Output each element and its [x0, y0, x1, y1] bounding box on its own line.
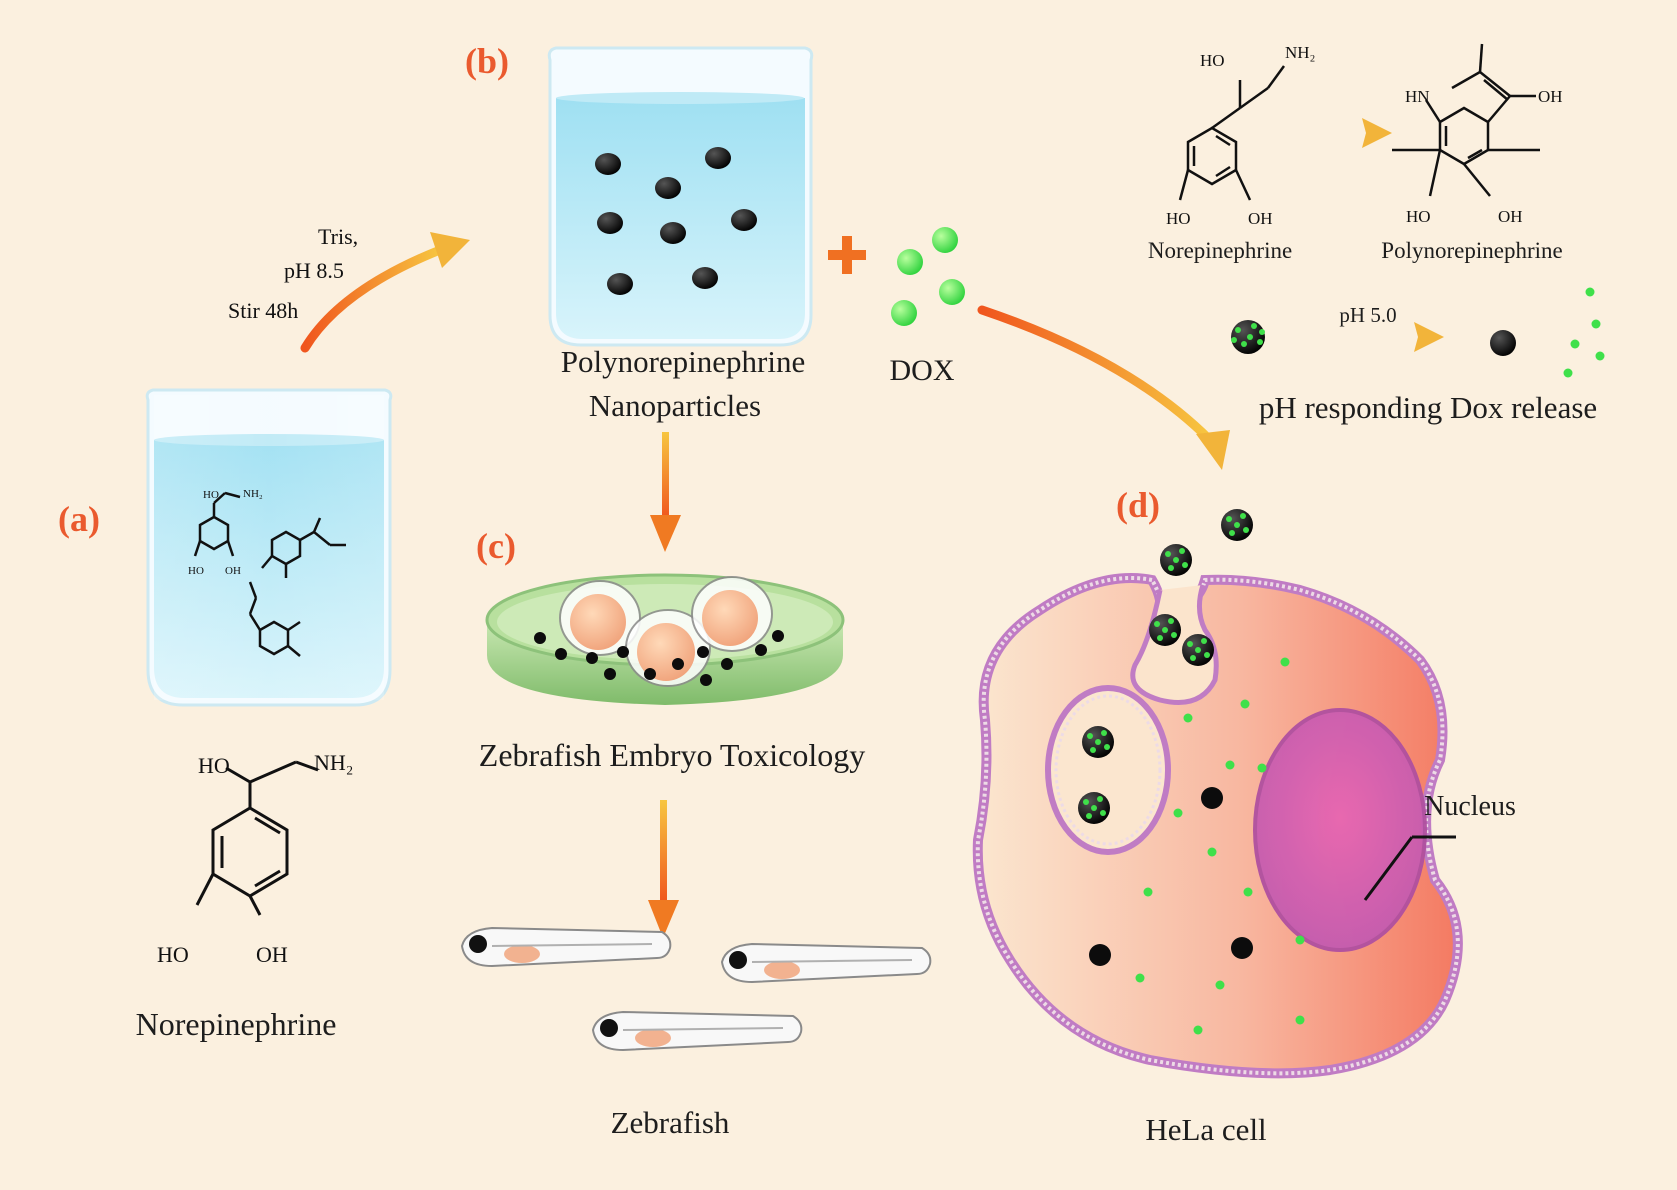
- nucleus-pointer: [1363, 836, 1414, 901]
- dish-nanoparticles: [534, 630, 784, 686]
- molecule-sketch-3: [248, 581, 301, 657]
- sketch-oh-label: OH: [225, 565, 241, 577]
- zebrafish-label: Zebrafish: [611, 1105, 730, 1140]
- condition-tris: Tris,: [318, 224, 358, 249]
- nanoparticle: [705, 147, 731, 169]
- oh-label: OH: [1498, 207, 1523, 226]
- beaker-a: HO NH₂ HO OH: [145, 388, 393, 707]
- panel-label-d: (d): [1116, 485, 1160, 525]
- dox-particle: [891, 300, 917, 326]
- panel-b: (b) Polynorepinephrine Nanoparticles: [465, 41, 814, 423]
- panel-d: (d) Nucleus: [972, 485, 1516, 1147]
- nanoparticles-label-line1: Polynorepinephrine: [561, 344, 806, 379]
- dox-particle: [932, 227, 958, 253]
- inset-norepinephrine: HO NH₂ HO OH Norepinephrine: [1148, 43, 1316, 263]
- arrow-b-to-c: [650, 432, 681, 552]
- oh-label: OH: [1538, 87, 1563, 106]
- nanoparticle: [595, 153, 621, 175]
- panel-a: (a) HO NH₂: [58, 388, 393, 1042]
- dox-label: DOX: [890, 354, 955, 387]
- zebrafish-larvae: Zebrafish: [460, 926, 932, 1140]
- released-dox-dots: [1563, 287, 1605, 378]
- dox-addition: DOX: [828, 227, 965, 387]
- nh2-label: NH₂: [1285, 43, 1315, 62]
- reaction-conditions: Tris, pH 8.5 Stir 48h: [228, 224, 358, 323]
- inset-norepinephrine-label: Norepinephrine: [1148, 238, 1292, 263]
- sketch-ho-label: HO: [203, 489, 219, 501]
- ho-label: HO: [1200, 51, 1225, 70]
- loaded-nanoparticles: [1078, 509, 1253, 824]
- plus-sign: [828, 236, 866, 274]
- nanoparticles-label-line2: Nanoparticles: [589, 388, 761, 423]
- embryo: [570, 594, 626, 650]
- hela-cell: Nucleus: [972, 509, 1516, 1079]
- ho-label: HO: [198, 753, 230, 778]
- molecule-sketch-2: [261, 517, 346, 578]
- sketch-nh2-label: NH₂: [243, 488, 263, 500]
- embryo: [702, 590, 758, 646]
- loaded-dox-dots: [1231, 323, 1265, 347]
- released-nanoparticles: [1089, 787, 1253, 966]
- zebrafish-larva: [460, 926, 672, 968]
- panel-label-a: (a): [58, 499, 100, 539]
- nucleus-label: Nucleus: [1424, 791, 1516, 822]
- released-dox: [1135, 657, 1305, 1035]
- beaker-b: [547, 46, 814, 347]
- dox-particle: [897, 249, 923, 275]
- nh2-label: NH₂: [314, 750, 353, 775]
- inset-reaction-arrow: [1296, 118, 1392, 148]
- nanoparticle: [660, 222, 686, 244]
- ho-label: HO: [1406, 207, 1431, 226]
- inset-polynorepinephrine-label: Polynorepinephrine: [1381, 238, 1562, 263]
- arrow-to-hela: [977, 305, 1230, 470]
- dox-particle: [939, 279, 965, 305]
- norepinephrine-label: Norepinephrine: [136, 1006, 337, 1042]
- inset-polynorepinephrine: HN OH HO OH Polynorepinephrine: [1381, 43, 1563, 263]
- nanoparticle: [655, 177, 681, 199]
- hn-label: HN: [1405, 87, 1430, 106]
- arrow-c-to-zebrafish: [648, 800, 679, 938]
- condition-ph: pH 8.5: [284, 258, 344, 283]
- nanoparticle: [692, 267, 718, 289]
- molecule-sketch-1: [193, 491, 241, 557]
- nucleus: [1253, 708, 1427, 952]
- zebrafish-toxicology-label: Zebrafish Embryo Toxicology: [479, 737, 865, 773]
- ho-label: HO: [157, 942, 189, 967]
- oh-label: OH: [1248, 209, 1273, 228]
- release-caption: pH responding Dox release: [1259, 390, 1597, 425]
- inset-reaction: HO NH₂ HO OH Norepinephrine: [1148, 43, 1605, 425]
- nanoparticle: [597, 212, 623, 234]
- hela-cell-label: HeLa cell: [1145, 1112, 1266, 1147]
- panel-c: (c) Zebrafish Embryo Toxicology: [476, 526, 865, 773]
- panel-label-c: (c): [476, 526, 516, 566]
- petri-dish: [485, 573, 845, 705]
- nanoparticle: [731, 209, 757, 231]
- arrow-a-to-b: Tris, pH 8.5 Stir 48h: [228, 224, 470, 353]
- sketch-ho-label: HO: [188, 565, 204, 577]
- panel-label-b: (b): [465, 41, 509, 81]
- nanoparticle: [607, 273, 633, 295]
- nanoparticles-in-beaker: [595, 147, 757, 295]
- dox-molecules: [891, 227, 965, 326]
- zebrafish-larva: [720, 942, 932, 984]
- ph-condition-label: pH 5.0: [1339, 303, 1396, 327]
- oh-label: OH: [256, 942, 288, 967]
- norepinephrine-structure: HO NH₂ HO OH Norepinephrine: [136, 750, 354, 1042]
- zebrafish-larva: [591, 1010, 803, 1052]
- embryos: [559, 576, 773, 687]
- inset-release: pH 5.0 pH responding Dox release: [1231, 287, 1605, 425]
- condition-stir: Stir 48h: [228, 298, 298, 323]
- ho-label: HO: [1166, 209, 1191, 228]
- released-nanoparticle: [1490, 330, 1516, 356]
- beaker-a-group-labels: HO NH₂ HO OH: [188, 488, 263, 577]
